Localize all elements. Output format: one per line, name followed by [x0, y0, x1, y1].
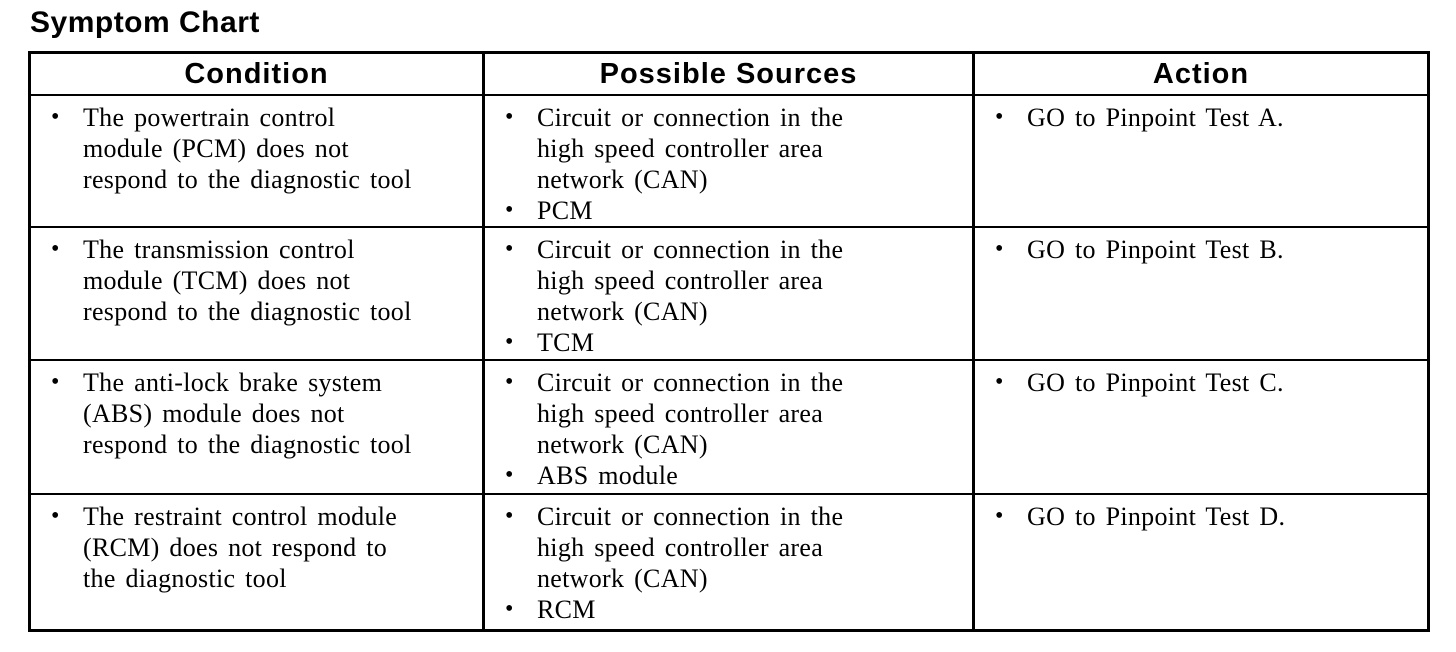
list-item: • Circuit or connection in the high spee… [485, 102, 966, 195]
list-item: • The anti-lock brake system (ABS) modul… [31, 367, 476, 460]
source-text: Circuit or connection in the high speed … [537, 103, 844, 194]
action-cell: • GO to Pinpoint Test C. [972, 359, 1430, 495]
source-text: ABS module [537, 461, 679, 490]
condition-text: The anti-lock brake system (ABS) module … [83, 368, 412, 459]
source-text: Circuit or connection in the high speed … [537, 502, 844, 593]
source-text: PCM [537, 196, 593, 225]
source-text: Circuit or connection in the high speed … [537, 235, 844, 326]
table-row: • The restraint control module (RCM) doe… [28, 493, 1430, 631]
list-item: • Circuit or connection in the high spee… [485, 234, 966, 327]
list-item: • The restraint control module (RCM) doe… [31, 501, 476, 594]
list-item: • The transmission control module (TCM) … [31, 234, 476, 327]
symptom-chart-table: Condition Possible Sources Action • The … [28, 51, 1430, 632]
bullet-icon: • [51, 236, 60, 262]
sources-cell: • Circuit or connection in the high spee… [482, 94, 975, 228]
bullet-icon: • [505, 104, 514, 130]
bullet-icon: • [995, 369, 1004, 395]
column-header-possible-sources: Possible Sources [482, 51, 975, 96]
action-cell: • GO to Pinpoint Test D. [972, 493, 1430, 631]
bullet-icon: • [995, 236, 1004, 262]
condition-cell: • The anti-lock brake system (ABS) modul… [28, 359, 485, 495]
condition-text: The transmission control module (TCM) do… [83, 235, 412, 326]
condition-cell: • The powertrain control module (PCM) do… [28, 94, 485, 228]
list-item: • GO to Pinpoint Test B. [975, 234, 1421, 265]
action-text: GO to Pinpoint Test B. [1027, 235, 1284, 264]
action-cell: • GO to Pinpoint Test B. [972, 226, 1430, 361]
bullet-icon: • [51, 503, 60, 529]
action-text: GO to Pinpoint Test A. [1027, 103, 1284, 132]
action-text: GO to Pinpoint Test D. [1027, 502, 1286, 531]
column-header-condition: Condition [28, 51, 485, 96]
bullet-icon: • [51, 369, 60, 395]
bullet-icon: • [505, 503, 514, 529]
action-cell: • GO to Pinpoint Test A. [972, 94, 1430, 228]
bullet-icon: • [505, 236, 514, 262]
bullet-icon: • [505, 369, 514, 395]
bullet-icon: • [505, 329, 514, 355]
list-item: • GO to Pinpoint Test D. [975, 501, 1421, 532]
action-text: GO to Pinpoint Test C. [1027, 368, 1284, 397]
bullet-icon: • [995, 104, 1004, 130]
list-item: • TCM [485, 327, 966, 358]
page-title: Symptom Chart [30, 6, 260, 39]
source-text: Circuit or connection in the high speed … [537, 368, 844, 459]
condition-text: The powertrain control module (PCM) does… [83, 103, 412, 194]
bullet-icon: • [505, 197, 514, 223]
sources-cell: • Circuit or connection in the high spee… [482, 493, 975, 631]
table-row: • The anti-lock brake system (ABS) modul… [28, 359, 1430, 495]
list-item: • GO to Pinpoint Test A. [975, 102, 1421, 133]
condition-cell: • The transmission control module (TCM) … [28, 226, 485, 361]
list-item: • Circuit or connection in the high spee… [485, 501, 966, 594]
list-item: • PCM [485, 195, 966, 226]
list-item: • ABS module [485, 460, 966, 491]
condition-cell: • The restraint control module (RCM) doe… [28, 493, 485, 631]
header-row: Condition Possible Sources Action [28, 51, 1430, 96]
column-header-action: Action [972, 51, 1430, 96]
bullet-icon: • [51, 104, 60, 130]
table-row: • The transmission control module (TCM) … [28, 226, 1430, 361]
source-text: TCM [537, 328, 595, 357]
sources-cell: • Circuit or connection in the high spee… [482, 359, 975, 495]
condition-text: The restraint control module (RCM) does … [83, 502, 398, 593]
list-item: • GO to Pinpoint Test C. [975, 367, 1421, 398]
bullet-icon: • [505, 462, 514, 488]
sources-cell: • Circuit or connection in the high spee… [482, 226, 975, 361]
table-row: • The powertrain control module (PCM) do… [28, 94, 1430, 228]
list-item: • RCM [485, 594, 966, 625]
list-item: • Circuit or connection in the high spee… [485, 367, 966, 460]
list-item: • The powertrain control module (PCM) do… [31, 102, 476, 195]
bullet-icon: • [995, 503, 1004, 529]
source-text: RCM [537, 595, 596, 624]
bullet-icon: • [505, 596, 514, 622]
